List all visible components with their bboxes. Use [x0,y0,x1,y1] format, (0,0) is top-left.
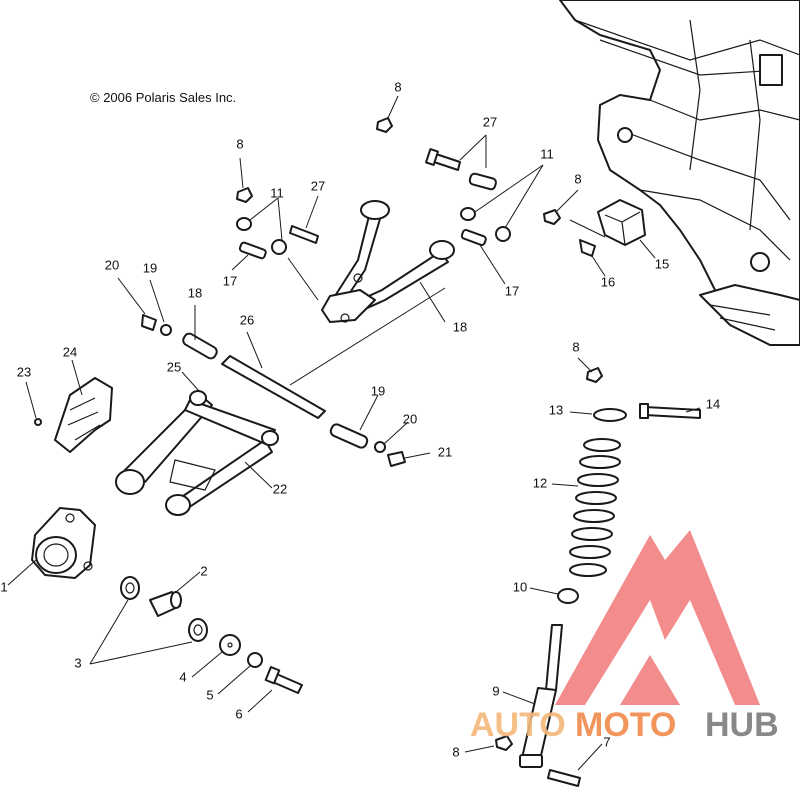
pivot-shaft [221,355,326,419]
vehicle-frame [559,0,800,346]
callout-8: 8 [394,79,401,94]
callout-14: 14 [706,396,720,411]
bolt-27-lower [289,225,319,244]
bushing-17 [460,228,487,246]
callout-9: 9 [492,683,499,698]
bolt-21 [141,314,406,467]
callout-2: 2 [200,563,207,578]
callout-21: 21 [438,444,452,459]
upper-a-arm [321,200,455,323]
spring-12 [569,438,621,577]
callout-1: 1 [0,579,7,594]
callout-12: 12 [533,475,547,490]
bushing-11 [495,226,511,242]
callout-27: 27 [483,114,497,129]
rear-guard [54,377,113,453]
leader-lines [7,95,701,771]
callout-19: 19 [371,383,385,398]
callout-4: 4 [179,669,186,684]
callout-19: 18 [188,285,202,300]
callout-22: 22 [273,481,287,496]
bushing-11 [460,207,476,221]
callout-10: 10 [513,579,527,594]
bolt-27-upper [425,148,461,171]
callout-15: 15 [655,256,669,271]
collar-10 [557,588,579,604]
bushing-17 [238,241,267,260]
nut-8 [236,117,603,751]
logo-word-auto: AUTO [470,706,566,744]
callout-25: 25 [167,359,181,374]
pivot-bushing [468,172,497,191]
callout-18: 18 [453,319,467,334]
lower-a-arm [115,390,279,516]
bushing-11 [236,217,252,231]
callout-8: 8 [574,171,581,186]
callout-3: 3 [74,655,81,670]
callout-16: 16 [601,274,615,289]
bolt-6 [264,666,303,694]
bushing-11 [271,239,287,255]
callout-8: 8 [452,744,459,759]
callout-5: 5 [206,687,213,702]
callout-26: 26 [240,312,254,327]
callout-labels: 8 27 11 8 8 11 27 17 18 17 15 16 20 19 1… [0,79,720,759]
logo-word-hub: HUB [705,706,779,744]
bolt-16 [579,239,596,257]
automotohub-logo: AUTO MOTO HUB [470,530,779,744]
callout-13: 13 [549,402,563,417]
bolt-7 [547,769,581,787]
callout-20: 20 [403,411,417,426]
callout-7: 7 [603,734,610,749]
shock-cap-13 [593,408,627,422]
spacer-2 [149,591,182,617]
callout-17: 17 [505,283,519,298]
washer-5 [247,652,263,668]
callout-21: 20 [105,257,119,272]
bushing-19 [182,332,369,449]
callout-27: 27 [311,178,325,193]
frame-bracket [759,54,783,86]
bushings-upper-arm [236,172,511,260]
bearing-3 [120,576,208,642]
washer-4 [219,634,241,656]
shock-absorber-9 [519,624,563,768]
callout-20: 19 [143,260,157,275]
callout-8: 8 [236,136,243,151]
bolt-14 [639,403,701,419]
screw-23 [34,418,42,426]
washer-20 [160,324,386,453]
logo-word-moto: MOTO [575,706,676,744]
callout-11: 11 [270,185,284,200]
copyright-text: © 2006 Polaris Sales Inc. [90,90,236,105]
callout-17: 17 [223,273,237,288]
callout-8: 8 [572,339,579,354]
callout-23: 23 [17,364,31,379]
callout-11: 11 [540,146,554,161]
shock-mount-bracket [597,199,646,246]
callout-24: 24 [63,344,77,359]
bearing-carrier [31,507,96,579]
callout-6: 6 [235,706,242,721]
